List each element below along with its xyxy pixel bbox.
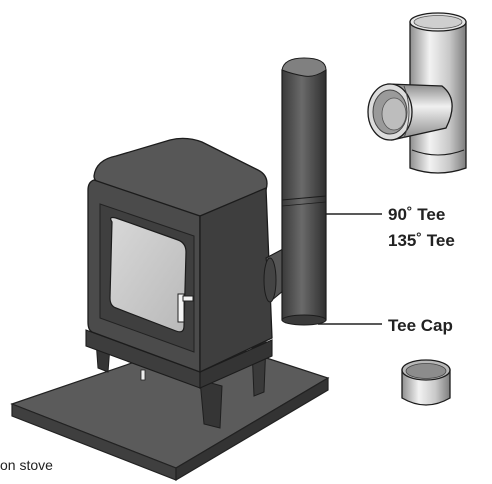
tee-fitting-icon — [367, 12, 467, 174]
wood-stove-icon — [87, 137, 273, 374]
label-90-tee: 90˚ Tee — [388, 205, 445, 224]
flue-pipe — [281, 57, 327, 326]
caption-fragment: on stove — [0, 457, 53, 473]
tee-cap-icon — [401, 359, 451, 406]
label-135-tee: 135˚ Tee — [388, 231, 455, 250]
hearth-plate — [10, 337, 330, 482]
label-tee-cap: Tee Cap — [388, 316, 453, 335]
